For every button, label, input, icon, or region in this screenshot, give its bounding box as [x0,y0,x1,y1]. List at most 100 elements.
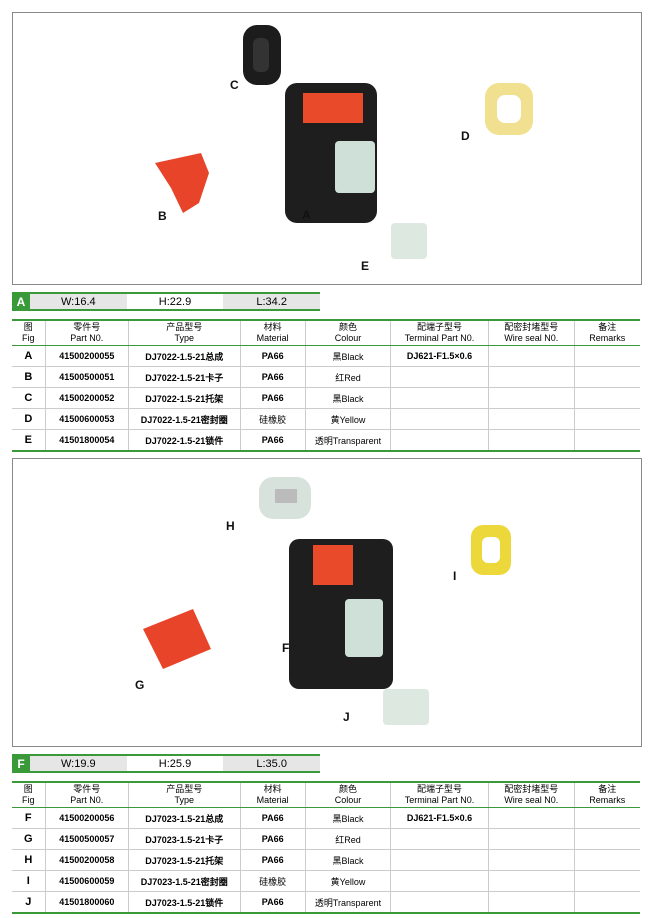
header-zh: 材料 [263,322,282,332]
cell-material: PA66 [239,891,306,914]
header-zh: 产品型号 [166,784,203,794]
cell-terminal [390,870,489,892]
cell-colour: 黄Yellow [304,408,391,430]
cell-terminal [390,366,489,388]
cell-seal [487,387,575,409]
cell-remarks [573,807,640,829]
cell-terminal: DJ621-F1.5×0.6 [390,345,489,367]
cell-colour: 黑Black [304,807,391,829]
cell-type: DJ7022-1.5-21总成 [128,345,241,367]
cell-material: PA66 [239,387,306,409]
cell-type: DJ7023-1.5-21密封圈 [128,870,241,892]
cell-colour: 红Red [304,366,391,388]
cell-remarks [573,429,640,452]
connector-exploded-view-a [155,25,533,259]
cell-remarks [573,387,640,409]
header-zh: 材料 [263,784,282,794]
cell-seal [487,828,575,850]
cell-part: 41500200055 [44,345,129,367]
cell-fig: E [12,429,46,452]
height-value: H:22.9 [158,295,192,308]
cell-part: 41500500057 [44,828,129,850]
cell-remarks [573,891,640,914]
dimension-bar-a: A W:16.4 H:22.9 L:34.2 [12,292,321,311]
cell-material: PA66 [239,345,306,367]
cell-remarks [573,366,640,388]
header-en: Type [174,333,195,343]
cell-material: PA66 [239,366,306,388]
header-zh: 图 [23,322,33,332]
cell-material: PA66 [239,828,306,850]
cell-fig: B [12,366,46,388]
label-b: B [158,209,167,223]
cell-type: DJ7023-1.5-21托架 [128,849,241,871]
label-d: D [461,129,470,143]
cell-seal [487,891,575,914]
cell-fig: J [12,891,46,914]
cell-terminal [390,849,489,871]
cell-part: 41500200058 [44,849,129,871]
cell-fig: A [12,345,46,367]
label-j: J [343,710,350,724]
width-value: W:16.4 [30,294,127,309]
cell-seal [487,345,575,367]
cell-type: DJ7022-1.5-21托架 [128,387,241,409]
length-value: L:35.0 [223,756,321,771]
label-g: G [135,678,145,692]
height-value: H:25.9 [158,757,192,770]
cell-colour: 黄Yellow [304,870,391,892]
cell-seal [487,408,575,430]
header-zh: 配端子型号 [417,784,463,794]
cell-colour: 黑Black [304,387,391,409]
header-en: Remarks [589,795,626,805]
header-en: Wire seal N0. [504,795,559,805]
cell-remarks [573,849,640,871]
cell-material: PA66 [239,849,306,871]
header-en: Material [256,333,289,343]
connector-exploded-view-f [143,477,511,725]
cell-fig: F [12,807,46,829]
cell-fig: G [12,828,46,850]
cell-fig: D [12,408,46,430]
header-en: Material [256,795,289,805]
header-en: Fig [22,333,35,343]
cell-terminal [390,429,489,452]
cell-type: DJ7023-1.5-21总成 [128,807,241,829]
label-c: C [230,78,239,92]
header-zh: 备注 [598,322,617,332]
cell-terminal [390,408,489,430]
cell-material: 硅橡胶 [239,408,306,430]
header-zh: 颜色 [338,784,357,794]
cell-seal [487,429,575,452]
cell-part: 41501800054 [44,429,129,452]
cell-fig: C [12,387,46,409]
cell-type: DJ7022-1.5-21锁件 [128,429,241,452]
header-en: Colour [334,333,362,343]
width-value: W:19.9 [30,756,127,771]
cell-material: PA66 [239,807,306,829]
cell-part: 41500200056 [44,807,129,829]
header-zh: 配密封堵型号 [504,322,559,332]
cell-colour: 黑Black [304,345,391,367]
